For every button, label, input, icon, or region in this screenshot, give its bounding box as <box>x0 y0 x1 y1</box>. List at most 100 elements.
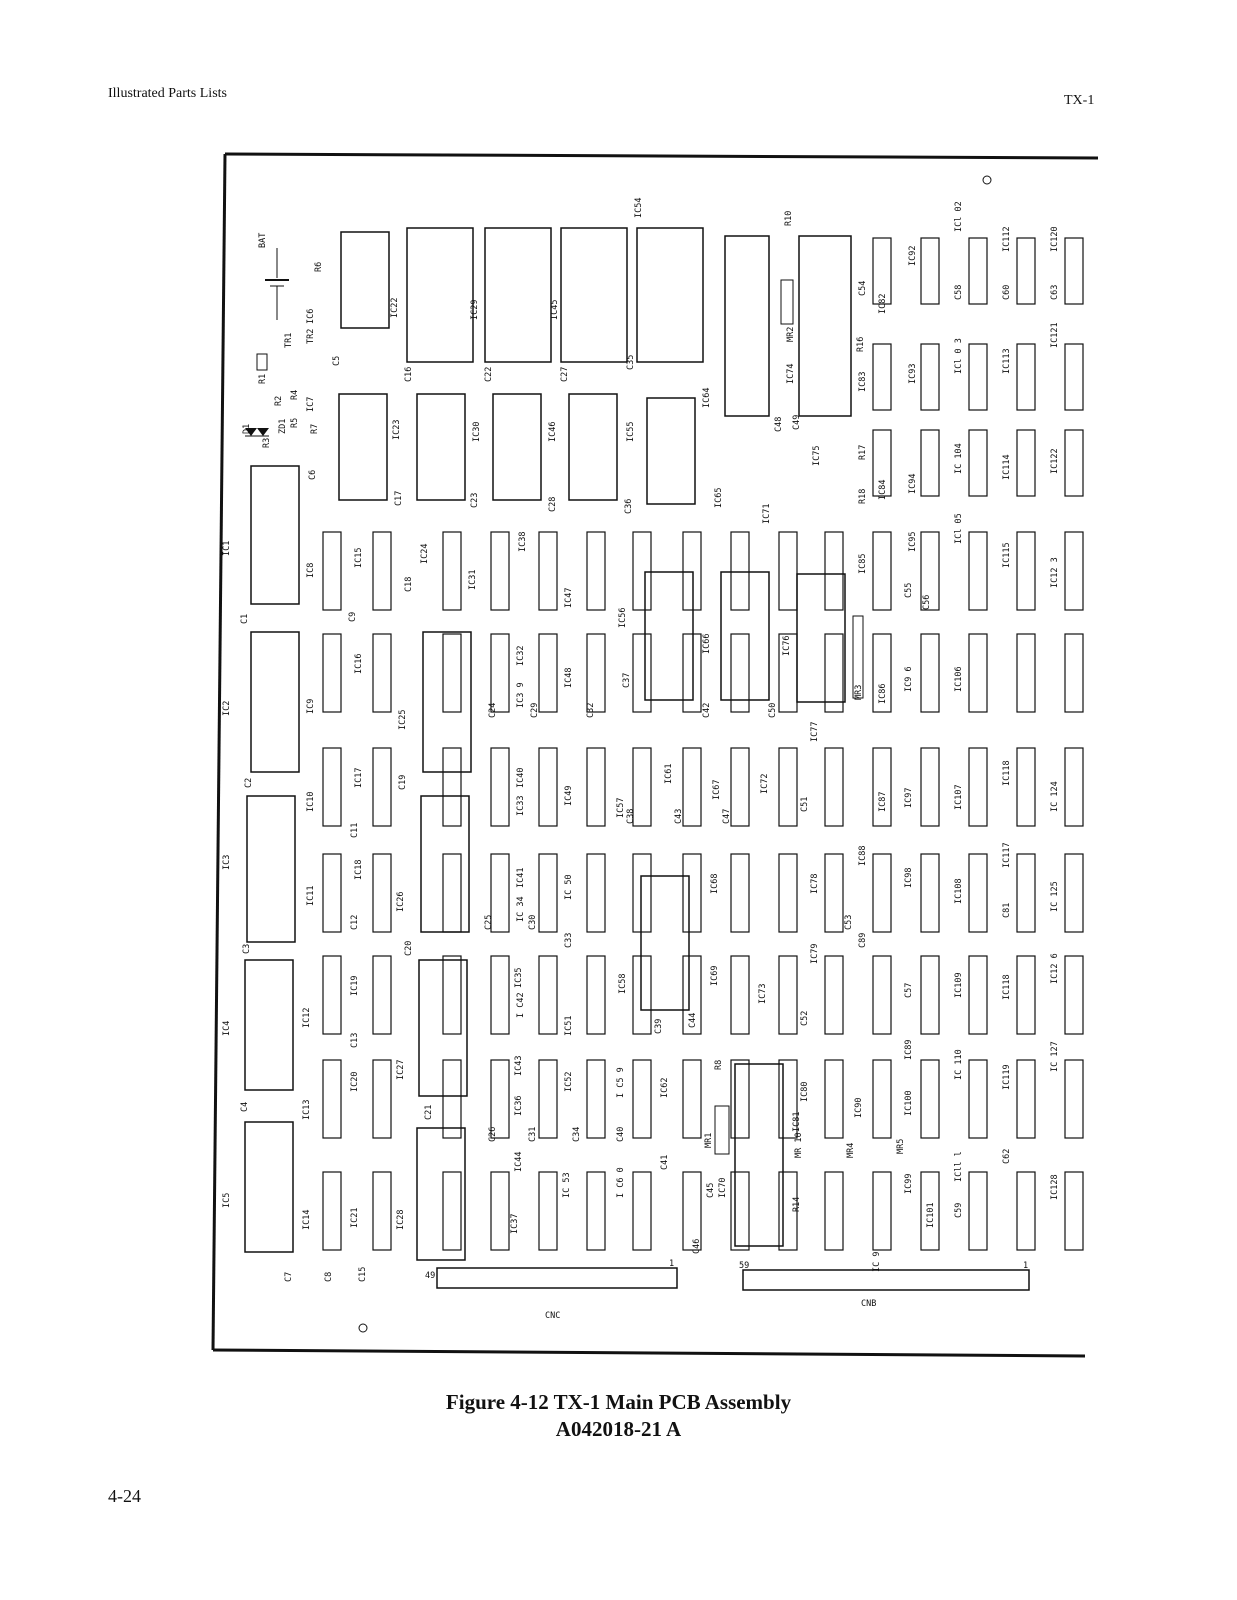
dip-outline <box>442 1171 462 1251</box>
ic-label: IC23 <box>392 420 402 440</box>
dip-outline <box>920 747 940 827</box>
ic-label: IC 9 <box>872 1252 882 1272</box>
dip-outline <box>538 955 558 1035</box>
ic-label: IC83 <box>858 372 868 392</box>
dip-outline <box>490 531 510 611</box>
dip-outline <box>632 633 652 713</box>
capacitor-label: C42 <box>702 703 712 718</box>
ic-label: IC17 <box>354 768 364 788</box>
dip-outline <box>730 1059 750 1139</box>
ic-label: IC32 <box>516 646 526 666</box>
capacitor-label: C4 <box>240 1102 250 1112</box>
dip-outline <box>490 853 510 933</box>
dip-outline <box>968 343 988 411</box>
figure-caption-title: Figure 4-12 TX-1 Main PCB Assembly <box>445 1390 792 1414</box>
ic-label: IC41 <box>516 868 526 888</box>
component-label: MR5 <box>896 1139 906 1154</box>
resistor-label: R8 <box>714 1060 724 1070</box>
ic-label: IC108 <box>954 878 964 904</box>
dip-outline <box>778 853 798 933</box>
figure-caption-part-number: A042018-21 A <box>555 1417 682 1441</box>
dip-outline <box>372 1059 392 1139</box>
capacitor-label: C11 <box>350 823 360 838</box>
dip-outline <box>968 531 988 611</box>
ic-label: IC29 <box>470 300 480 320</box>
capacitor-label: C1 <box>240 614 250 624</box>
resistor-label: R6 <box>314 262 324 272</box>
dip-outline <box>778 955 798 1035</box>
dip-outline <box>538 853 558 933</box>
dip-outline <box>682 1171 702 1251</box>
ic-label: IC84 <box>878 480 888 500</box>
ic-label: IC 110 <box>954 1049 964 1080</box>
dip-outline <box>372 1171 392 1251</box>
dip-outline <box>778 747 798 827</box>
capacitor-label: C36 <box>624 499 634 514</box>
ic-label: IC75 <box>812 446 822 466</box>
component-label: BAT <box>258 233 268 248</box>
dip-outline <box>872 747 892 827</box>
dip-outline <box>968 955 988 1035</box>
dip-outline <box>1064 343 1084 411</box>
dip-outline <box>730 531 750 611</box>
dip-outline <box>1016 531 1036 611</box>
dip-outline <box>1016 747 1036 827</box>
dip-outline <box>322 853 342 933</box>
dip-outline <box>1064 747 1084 827</box>
ic-label: IC95 <box>908 532 918 552</box>
ic-label: IC80 <box>800 1082 810 1102</box>
ic-label: IC24 <box>420 544 430 564</box>
ic-label: IC45 <box>550 300 560 320</box>
dip-outline <box>1064 1171 1084 1251</box>
running-header-model: TX-1 <box>1064 93 1095 108</box>
ic-label: IC67 <box>712 780 722 800</box>
dip-outline <box>632 955 652 1035</box>
dip-outline <box>730 633 750 713</box>
capacitor-label: C33 <box>564 933 574 948</box>
capacitor-label: C47 <box>722 809 732 824</box>
capacitor-label: C43 <box>674 809 684 824</box>
capacitor-label: C12 <box>350 915 360 930</box>
dip-outline <box>730 853 750 933</box>
ic-label: IC81 <box>792 1112 802 1132</box>
dip-outline <box>920 429 940 497</box>
dip-outline <box>372 747 392 827</box>
ic-label: IC89 <box>904 1040 914 1060</box>
ic-label: IC113 <box>1002 348 1012 374</box>
ic-label: IC9 6 <box>904 666 914 692</box>
capacitor-label: C52 <box>800 1011 810 1026</box>
ic-label: IC 127 <box>1050 1041 1060 1072</box>
capacitor-label: C34 <box>572 1127 582 1142</box>
dip-outline <box>442 955 462 1035</box>
dip-outline <box>872 429 892 497</box>
ic-label: IC28 <box>396 1210 406 1230</box>
dip-outline <box>1064 633 1084 713</box>
ic-label: ICl 05 <box>954 513 964 544</box>
dip-outline <box>490 747 510 827</box>
dip-outline <box>920 343 940 411</box>
dip-outline <box>538 1059 558 1139</box>
capacitor-label: C9 <box>348 612 358 622</box>
component-label: MR 10 <box>794 1132 804 1158</box>
dip-outline <box>682 531 702 611</box>
ic-label: IC12 6 <box>1050 953 1060 984</box>
running-header-title: Illustrated Parts Lists <box>108 86 227 101</box>
ic-label: IC121 <box>1050 322 1060 348</box>
ic-label: IC5 <box>222 1193 232 1208</box>
dip-outline <box>1016 429 1036 497</box>
capacitor-label: C35 <box>626 355 636 370</box>
capacitor-label: C7 <box>284 1272 294 1282</box>
capacitor-label: C39 <box>654 1019 664 1034</box>
ic-label: IC12 <box>302 1008 312 1028</box>
ic-label: I C42 <box>516 992 526 1018</box>
dip-outline <box>538 633 558 713</box>
capacitor-label: C22 <box>484 367 494 382</box>
ic-label: IC79 <box>810 944 820 964</box>
ic-label: IC62 <box>660 1078 670 1098</box>
dip-outline <box>730 955 750 1035</box>
dip-outline <box>968 237 988 305</box>
ic-label: IC122 <box>1050 448 1060 474</box>
dip-outline <box>968 747 988 827</box>
dip-outline <box>872 1171 892 1251</box>
capacitor-label: C38 <box>626 809 636 824</box>
